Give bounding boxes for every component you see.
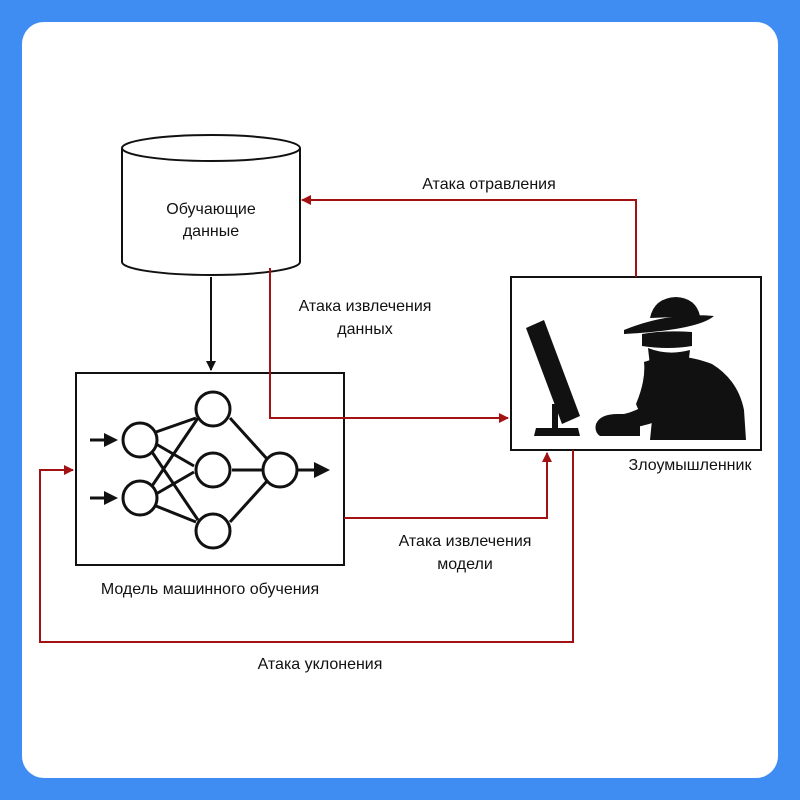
neural-network-icon (90, 390, 330, 550)
data-extraction-label-line2: данных (337, 321, 392, 338)
training-data-label-line1: Обучающие (166, 201, 256, 218)
poisoning-attack-label: Атака отравления (422, 176, 556, 193)
attacker-node: Злоумышленник (510, 276, 762, 474)
attacker-label: Злоумышленник (629, 457, 753, 474)
database-cylinder-top (121, 134, 301, 162)
edge-poisoning-attack: Атака отравления (301, 176, 637, 277)
ml-model-node: Модель машинного обучения (75, 372, 345, 598)
hacker-at-computer-icon (526, 297, 746, 440)
edge-evasion-attack: Атака уклонения (39, 450, 574, 673)
training-data-node: Обучающие данные (121, 134, 301, 276)
model-extraction-label-line1: Атака извлечения (399, 533, 532, 550)
database-cylinder-body (121, 148, 301, 276)
edge-model-extraction-attack: Атака извлечения модели (344, 452, 552, 573)
evasion-attack-label: Атака уклонения (258, 656, 383, 673)
model-extraction-label-line2: модели (437, 556, 493, 573)
edge-data-extraction-attack: Атака извлечения данных (269, 268, 509, 423)
training-data-label-line2: данные (183, 223, 239, 240)
data-extraction-label-line1: Атака извлечения (299, 298, 432, 315)
ml-model-label: Модель машинного обучения (101, 581, 319, 598)
